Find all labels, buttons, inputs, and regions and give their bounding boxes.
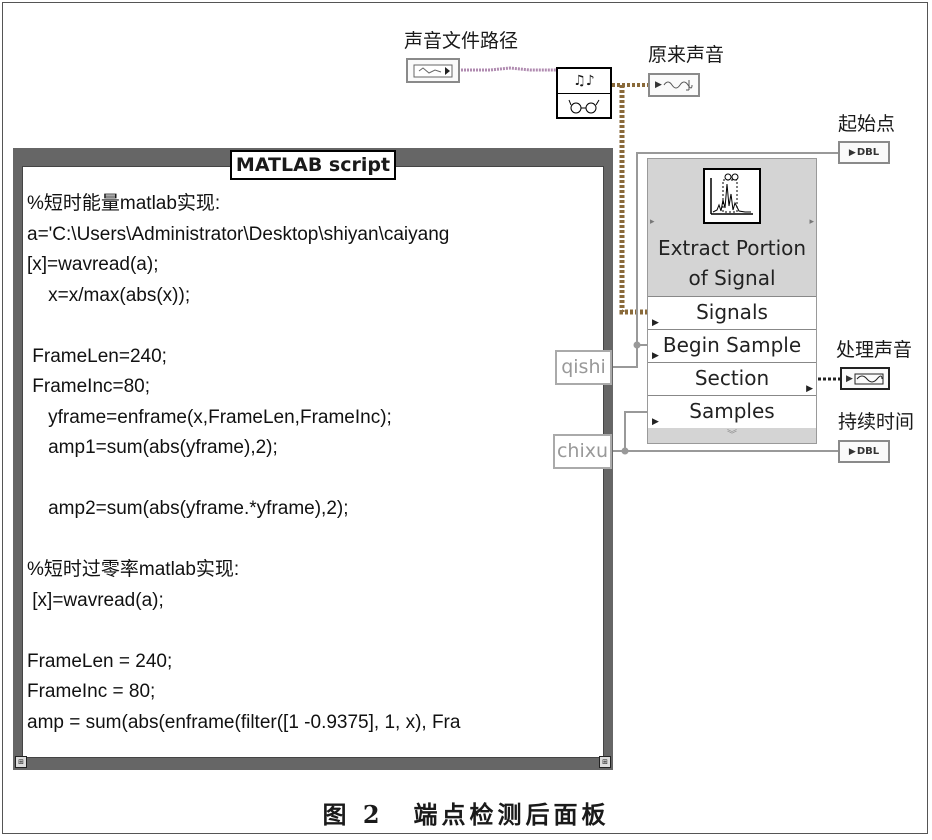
sound-file-read-icon (558, 93, 610, 118)
start-point-label: 起始点 (838, 113, 896, 135)
sound-path-label: 声音文件路径 (404, 30, 519, 52)
start-point-wire (612, 152, 838, 368)
qishi-output-terminal[interactable]: qishi (555, 350, 612, 385)
matlab-script-node[interactable]: %短时能量matlab实现: a='C:\Users\Administrator… (13, 148, 613, 770)
signal-wire (619, 85, 648, 315)
dynamic-data-indicator-icon (854, 373, 884, 384)
original-sound-indicator: ▶ (648, 73, 700, 97)
dbl-type-label: DBL (856, 446, 880, 457)
start-point-indicator: ▶DBL (838, 141, 890, 164)
begin-sample-terminal[interactable]: ▶Begin Sample (648, 329, 816, 362)
music-note-icon: ♫♪ (573, 73, 595, 89)
extract-vi-title: Extract Portion of Signal (657, 236, 807, 290)
figure-title: 端点检测后面板 (413, 800, 610, 829)
duration-label: 持续时间 (838, 411, 915, 433)
signals-terminal-label: Signals (696, 300, 768, 324)
begin-sample-terminal-label: Begin Sample (662, 333, 802, 357)
resize-handle-right[interactable]: ⊞ (599, 756, 611, 768)
figure-number: 图 2 (322, 800, 384, 829)
original-sound-label: 原来声音 (648, 44, 725, 66)
samples-wire (624, 411, 648, 451)
section-terminal-label: Section (694, 366, 770, 390)
matlab-code: %短时能量matlab实现: a='C:\Users\Administrator… (27, 193, 461, 733)
sound-file-read-node[interactable]: ♫♪ (556, 67, 612, 119)
matlab-script-title: MATLAB script (230, 150, 396, 180)
section-terminal[interactable]: Section▶ (648, 362, 816, 395)
processed-sound-indicator: ▶ (840, 367, 890, 390)
sound-path-control[interactable] (406, 58, 460, 83)
expand-terminals-icon[interactable]: ︾ (727, 430, 737, 441)
path-wire (458, 66, 556, 72)
extract-signal-icon (703, 168, 761, 224)
signals-terminal[interactable]: ▶Signals (648, 296, 816, 329)
samples-terminal[interactable]: ▶Samples (648, 395, 816, 428)
dbl-type-label: DBL (856, 147, 880, 158)
extract-portion-of-signal-vi[interactable]: ▸ ▸ Extract Portion of Signal ▶Signals ▶… (647, 158, 817, 444)
waveform-indicator-icon (663, 80, 693, 91)
resize-handle-left[interactable]: ⊞ (15, 756, 27, 768)
matlab-script-editor[interactable]: %短时能量matlab实现: a='C:\Users\Administrator… (22, 166, 604, 758)
chixu-output-terminal[interactable]: chixu (553, 434, 612, 469)
samples-terminal-label: Samples (689, 399, 775, 423)
path-control-icon (413, 64, 453, 77)
duration-indicator: ▶DBL (838, 440, 890, 463)
figure-caption: 图 2 端点检测后面板 (0, 795, 932, 830)
processed-sound-label: 处理声音 (836, 339, 913, 361)
